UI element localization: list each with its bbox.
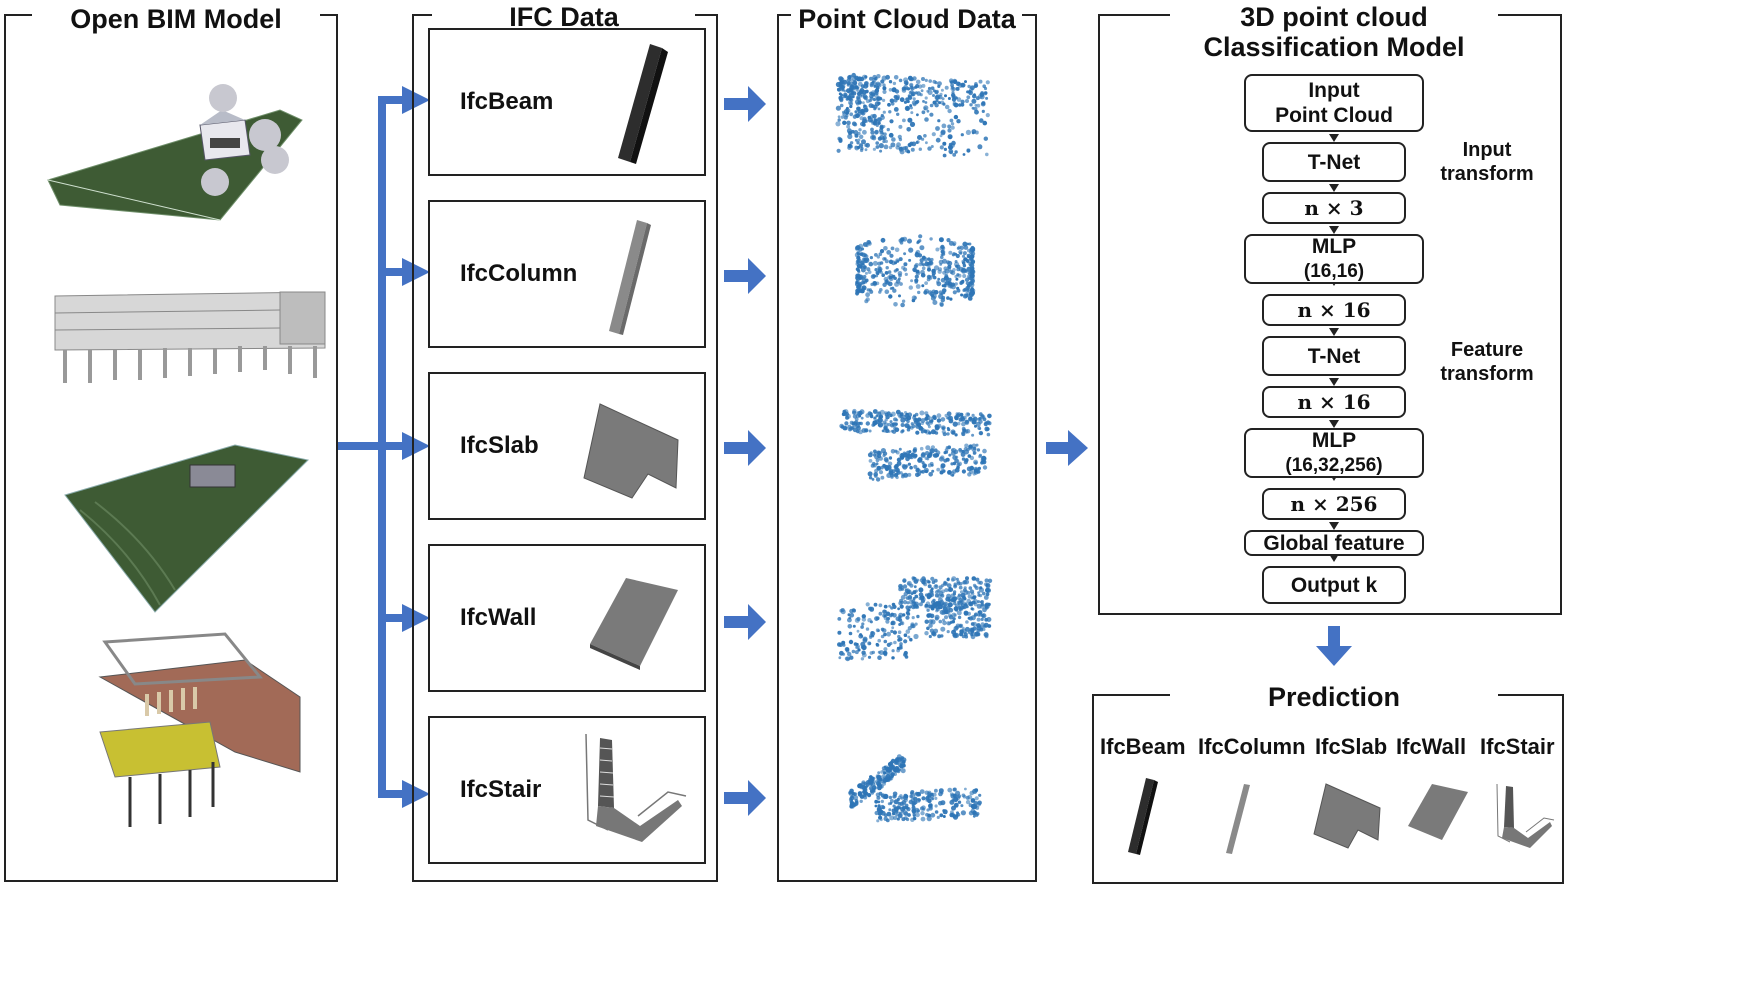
pointcloud-to-model-arrow xyxy=(1046,430,1088,466)
arrow-stair xyxy=(724,780,766,816)
open-bim-frame xyxy=(4,14,338,882)
mlp-16-32-256-box: MLP (16,32,256) xyxy=(1244,428,1424,478)
feature-transform-note: Feature transform xyxy=(1426,338,1548,386)
feature-transform-line2: transform xyxy=(1440,363,1534,385)
pred-wall-icon xyxy=(1408,784,1468,840)
point-cloud-column xyxy=(854,234,976,308)
n-by-16-label-a: n × 16 xyxy=(1297,297,1371,322)
input-line2: Point Cloud xyxy=(1275,104,1393,127)
n-by-3-box: n × 3 xyxy=(1262,192,1406,224)
ifc-frame-top-left xyxy=(412,14,432,16)
input-transform-line2: transform xyxy=(1440,163,1534,185)
point-cloud-title: Point Cloud Data xyxy=(798,4,1016,34)
n-by-16-label-b: n × 16 xyxy=(1297,389,1371,414)
arrow-slab xyxy=(724,430,766,466)
pred-beam-icon xyxy=(1128,778,1158,855)
point-cloud-slab xyxy=(839,408,992,482)
pred-label-slab: IfcSlab xyxy=(1315,734,1388,759)
global-feature-box: Global feature xyxy=(1244,530,1424,556)
ifc-frame-top-right xyxy=(695,14,718,16)
frame-top-right xyxy=(320,14,338,16)
mlp1-line1: MLP xyxy=(1311,235,1357,258)
mlp-16-16-box: MLP (16,16) xyxy=(1244,234,1424,284)
n-by-3-label: n × 3 xyxy=(1304,195,1364,220)
n-by-16-box-b: n × 16 xyxy=(1262,386,1406,418)
tnet-input-box: T-Net xyxy=(1262,142,1406,182)
point-cloud-stair xyxy=(848,754,982,823)
pred-column-icon xyxy=(1226,784,1250,854)
feature-transform-line1: Feature xyxy=(1450,339,1524,361)
cls-frame-top-left xyxy=(1098,14,1170,16)
ifc-box-beam: IfcBeam xyxy=(428,28,706,176)
bim-model-terrain xyxy=(64,444,310,613)
pred-stair-icon xyxy=(1496,783,1555,848)
input-point-cloud-box: Input Point Cloud xyxy=(1244,74,1424,132)
input-line1: Input xyxy=(1308,79,1360,102)
pred-label-stair: IfcStair xyxy=(1480,734,1555,759)
ifc-box-slab: IfcSlab xyxy=(428,372,706,520)
pred-frame-top-left xyxy=(1092,694,1170,696)
ifc-label-column: IfcColumn xyxy=(460,260,578,287)
bim-model-house xyxy=(47,84,303,221)
ifc-title: IFC Data xyxy=(509,2,619,32)
ifc-box-stair: IfcStair xyxy=(428,716,706,864)
model-to-prediction-arrow xyxy=(1316,626,1352,666)
ifc-label-stair: IfcStair xyxy=(460,776,542,803)
ifc-label-wall: IfcWall xyxy=(460,604,537,631)
pred-label-wall: IfcWall xyxy=(1396,734,1467,759)
frame-top-left xyxy=(4,14,32,16)
input-transform-note: Input transform xyxy=(1426,138,1548,186)
pred-label-beam: IfcBeam xyxy=(1100,734,1186,759)
n-by-256-box: n × 256 xyxy=(1262,488,1406,520)
ifc-label-slab: IfcSlab xyxy=(460,432,539,459)
classification-title-line2: Classification Model xyxy=(1203,32,1465,62)
slab-icon xyxy=(583,403,679,499)
arrow-beam xyxy=(724,86,766,122)
mlp2-line1: MLP xyxy=(1311,429,1357,452)
classification-title: 3D point cloud Classification Model xyxy=(1172,2,1496,62)
ifc-frame xyxy=(412,14,718,882)
cls-frame-top-right xyxy=(1498,14,1562,16)
mlp1-line2: (16,16) xyxy=(1303,261,1365,282)
classification-frame xyxy=(1098,14,1562,615)
global-feature-label: Global feature xyxy=(1263,531,1405,555)
point-cloud-frame xyxy=(777,14,1037,882)
ifc-box-column: IfcColumn xyxy=(428,200,706,348)
open-bim-title: Open BIM Model xyxy=(70,4,282,34)
stair-icon xyxy=(585,733,687,842)
arrow-wall xyxy=(724,604,766,640)
beam-icon xyxy=(618,44,668,164)
ifc-label-beam: IfcBeam xyxy=(460,88,554,115)
arrow-column xyxy=(724,258,766,294)
point-cloud-beam xyxy=(835,72,990,158)
input-transform-line1: Input xyxy=(1462,139,1512,161)
bim-model-pavilion xyxy=(98,632,301,827)
tnet-feature-box: T-Net xyxy=(1262,336,1406,376)
prediction-frame xyxy=(1092,694,1564,884)
pred-frame-top-right xyxy=(1498,694,1564,696)
pc-frame-top-left xyxy=(777,14,791,16)
bim-model-building xyxy=(54,291,326,383)
n-by-16-box-a: n × 16 xyxy=(1262,294,1406,326)
ifc-box-wall: IfcWall xyxy=(428,544,706,692)
prediction-title: Prediction xyxy=(1267,682,1401,712)
tnet-input-label: T-Net xyxy=(1307,150,1361,174)
pred-slab-icon xyxy=(1313,783,1381,849)
n-by-256-label: n × 256 xyxy=(1290,491,1378,516)
output-k-box: Output k xyxy=(1262,566,1406,604)
pc-frame-top-right xyxy=(1022,14,1037,16)
classification-title-line1: 3D point cloud xyxy=(1240,2,1428,32)
tnet-feature-label: T-Net xyxy=(1307,344,1361,368)
point-cloud-wall xyxy=(837,576,993,662)
wall-icon xyxy=(590,578,678,670)
pred-label-column: IfcColumn xyxy=(1198,734,1306,759)
column-icon xyxy=(609,220,651,335)
output-k-label: Output k xyxy=(1290,573,1378,597)
mlp2-line2: (16,32,256) xyxy=(1285,455,1383,476)
